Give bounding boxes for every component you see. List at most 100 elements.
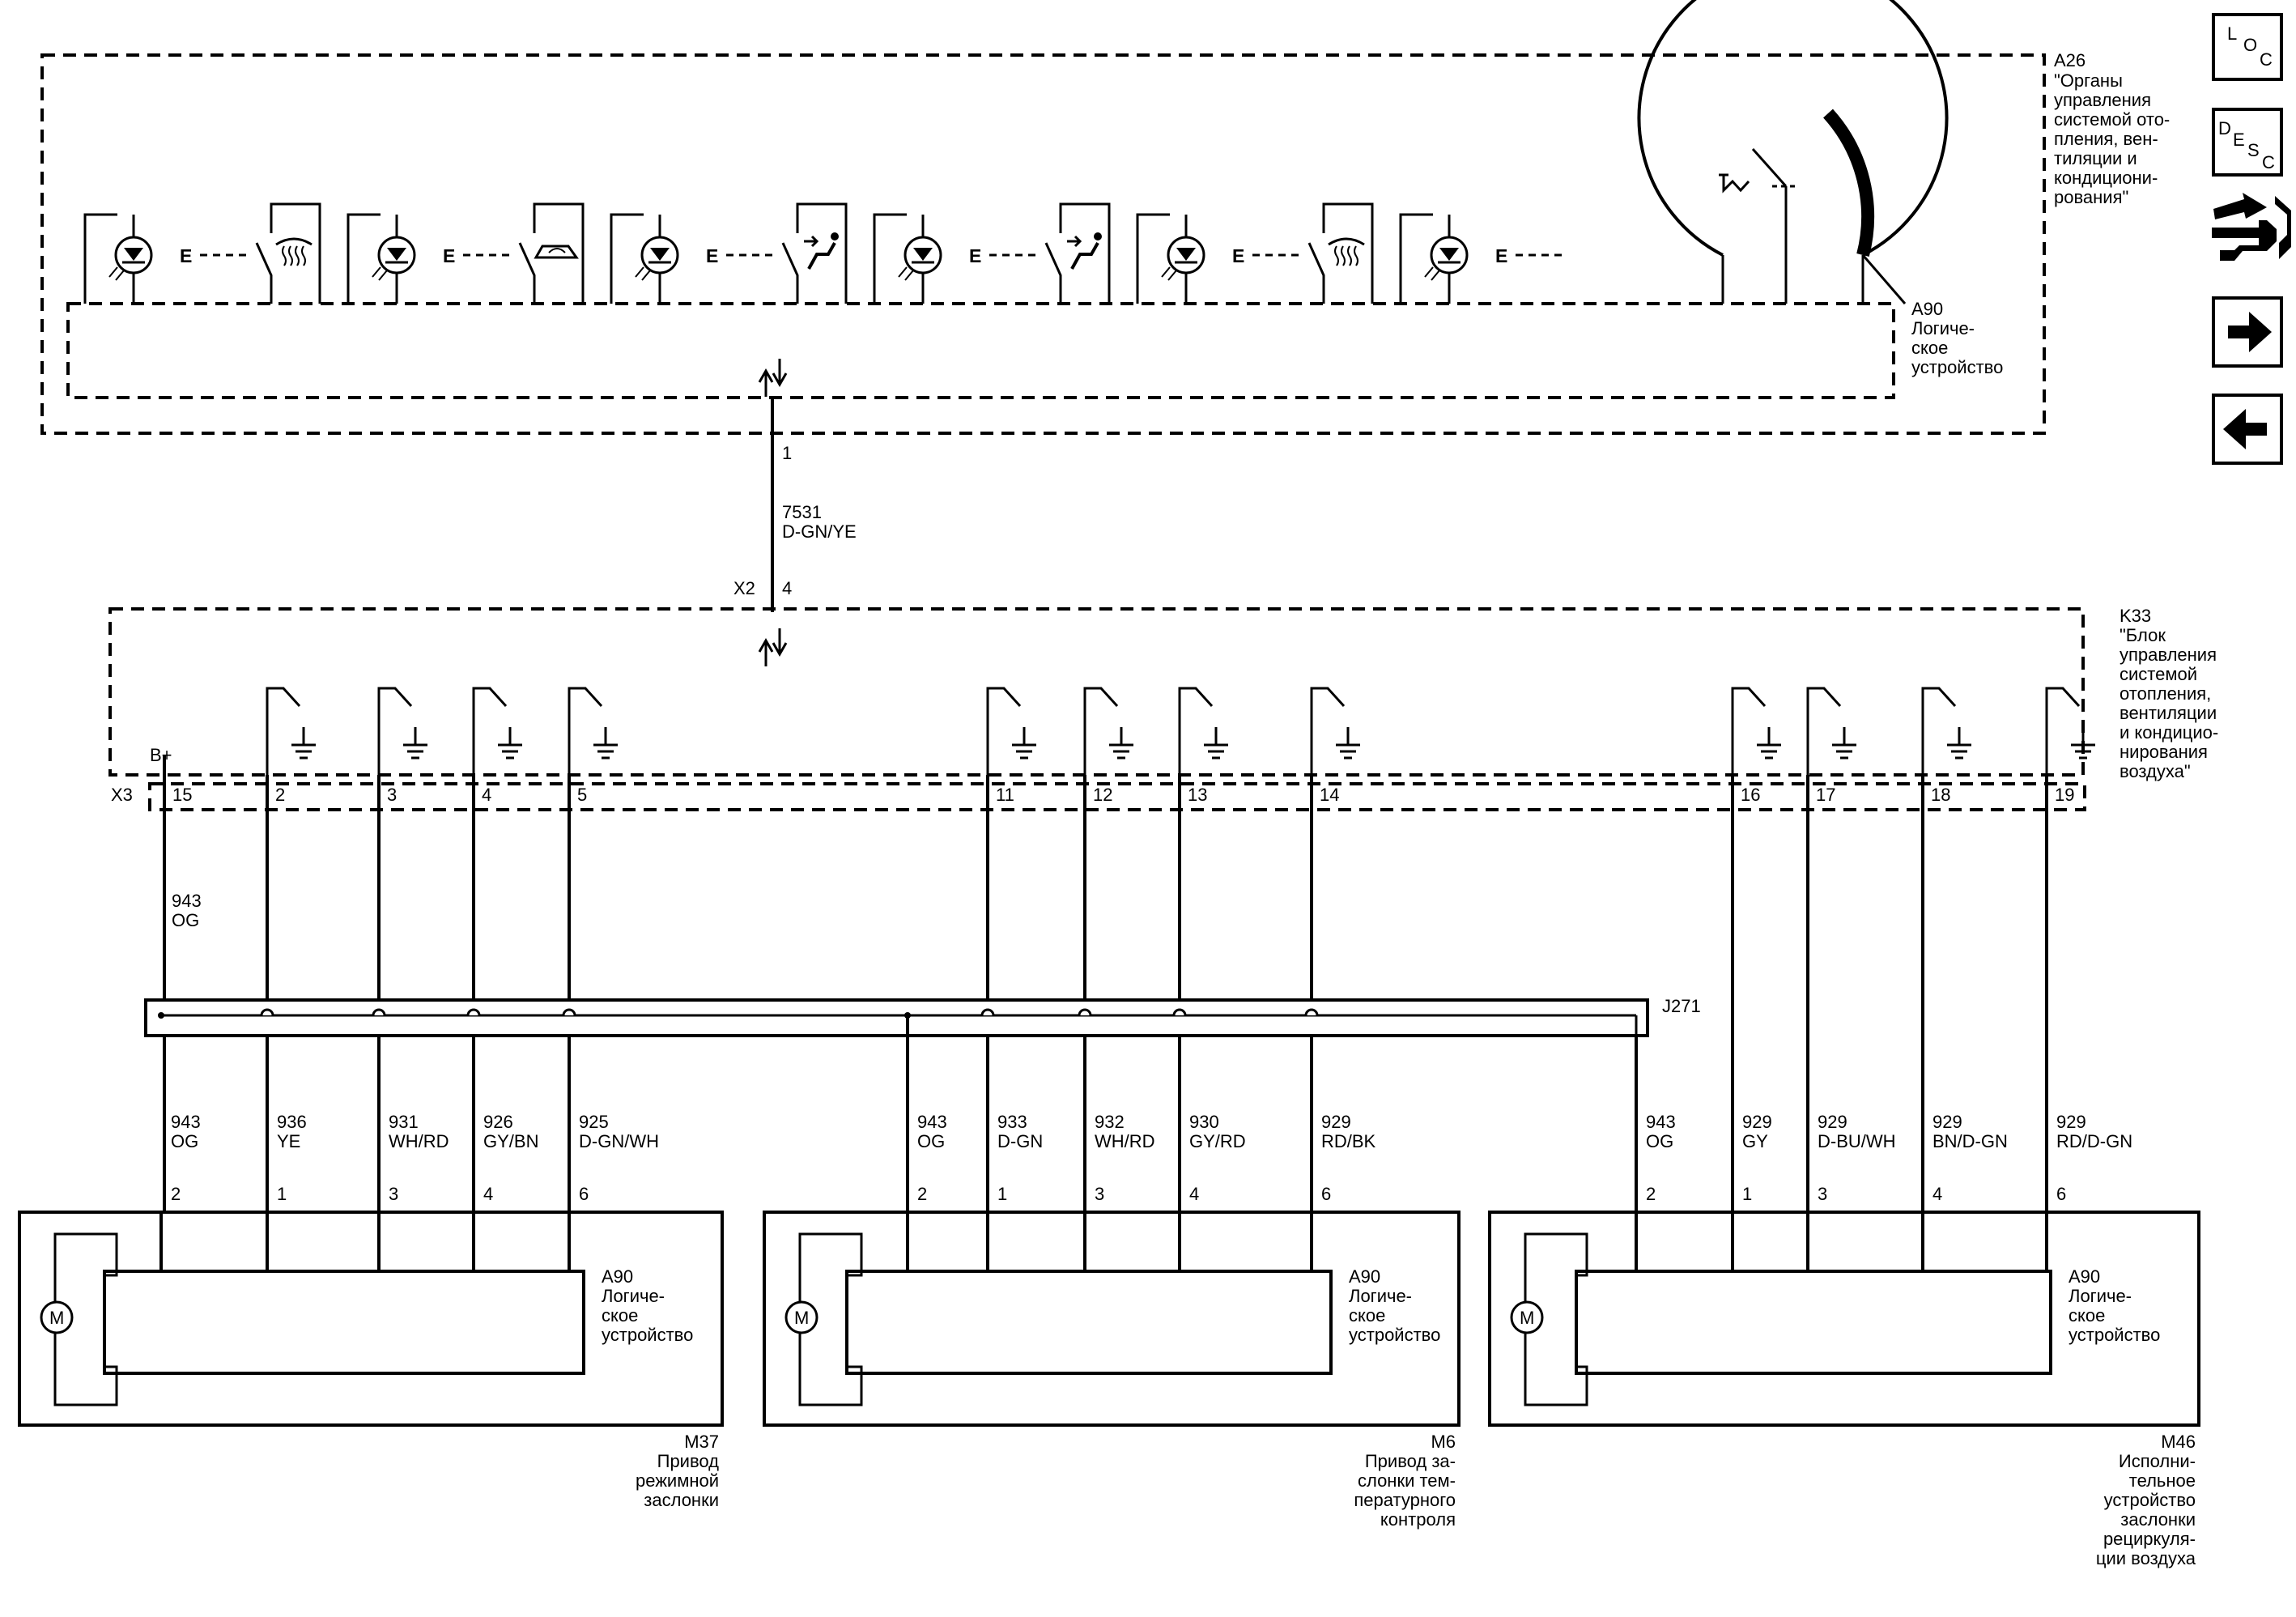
switch-contact: [518, 242, 536, 304]
wire-pin: 2: [917, 1184, 927, 1204]
pin-number: 13: [1188, 785, 1207, 805]
wire-circuit: 929: [1818, 1112, 1847, 1132]
wire-circuit: 929: [2056, 1112, 2086, 1132]
k33-switch: [1731, 687, 1767, 775]
a90-logic-line: устройство: [1349, 1325, 1440, 1345]
switch-contact: [255, 242, 273, 304]
switch-contact: [1322, 202, 1374, 304]
led-icon: [635, 266, 651, 281]
k33-pin-17: 17: [1806, 687, 1856, 1212]
wire-color: OG: [917, 1131, 945, 1151]
switch-contact: [1059, 202, 1111, 304]
wire-pin: 3: [1095, 1184, 1104, 1204]
led-wire: [347, 213, 381, 304]
switch-marker: E: [443, 245, 455, 266]
switch-group-4: E: [873, 202, 1111, 304]
defrost-icon: [1341, 245, 1346, 266]
forward-arrow-icon[interactable]: [2212, 296, 2283, 368]
wire-color: OG: [1646, 1131, 1673, 1151]
wire-color: GY/RD: [1189, 1131, 1246, 1151]
led-icon: [1424, 266, 1440, 281]
k33-pin-12: 12: [1083, 687, 1133, 1000]
wire-circuit: 931: [389, 1112, 419, 1132]
k33-pin-3: 3: [377, 687, 427, 1000]
wire-circuit: 933: [997, 1112, 1027, 1132]
wire-color: D-GN: [997, 1131, 1043, 1151]
back-arrow-icon[interactable]: [2212, 394, 2283, 465]
switch-group-3: E: [610, 202, 848, 304]
logic-unit-box: [845, 1270, 1333, 1375]
bus-wire: 1 7531 D-GN/YE X2 4: [733, 359, 857, 666]
motor-icon: [784, 1300, 818, 1334]
a26-line-5: кондициони-: [2054, 168, 2158, 188]
wire-pin: 6: [579, 1184, 589, 1204]
pin-number: 11: [996, 785, 1014, 805]
led-icon: [1161, 266, 1177, 281]
motor-symbol: M: [1520, 1308, 1534, 1328]
k33-pin-14: 14: [1310, 687, 1360, 1000]
wire-pin: 1: [997, 1184, 1007, 1204]
temperature-dial: [1637, 0, 1949, 304]
k33-pin-5: 5: [568, 687, 618, 1000]
k33-switch: [266, 687, 301, 775]
defrost-icon: [282, 245, 287, 266]
k33-pin-4: 4: [472, 687, 522, 1000]
led-icon: [108, 266, 125, 281]
a90-top-line-2: устройство: [1911, 357, 2003, 377]
seat-vent-icon: [807, 242, 836, 270]
pin-number: 5: [577, 785, 587, 805]
loc-button[interactable]: L O C: [2212, 13, 2283, 81]
pin-number: 4: [482, 785, 491, 805]
wire-pin: 2: [171, 1184, 181, 1204]
a26-label: A26 "Органы управления системой ото- пле…: [2054, 50, 2170, 207]
recirculation-icon: [548, 248, 566, 253]
k33-pin-13: 13: [1178, 687, 1228, 1000]
led-wire: [610, 213, 644, 304]
wire-color: GY: [1742, 1131, 1768, 1151]
pin-number: 3: [387, 785, 397, 805]
a26-line-2: системой ото-: [2054, 109, 2170, 130]
wire-circuit: 936: [277, 1112, 307, 1132]
switch-contact: [1044, 242, 1062, 304]
k33-pin-11: 11: [986, 687, 1036, 1000]
pin-number: 15: [172, 785, 192, 805]
pin-number: 19: [2055, 785, 2074, 805]
desc-button[interactable]: D E S C: [2212, 108, 2283, 177]
switch-group-5: E: [1136, 202, 1374, 304]
component-desc: Исполни-: [2119, 1451, 2196, 1471]
seat-vent-icon: [804, 235, 819, 248]
wire-pin: 4: [483, 1184, 493, 1204]
k33-pin-18: 18: [1921, 687, 1971, 1212]
bus-pin-top: 1: [782, 443, 792, 463]
led-wire: [873, 213, 907, 304]
a90-logic-line: Логиче-: [1349, 1286, 1412, 1306]
defrost-icon: [1354, 245, 1358, 266]
k33-switch: [1083, 687, 1119, 775]
wire-circuit: 943: [171, 1112, 201, 1132]
wire-pin: 3: [389, 1184, 398, 1204]
actuator-m6: M943OG2933D-GN1932WH/RD3930GY/RD4929RD/B…: [763, 1112, 1461, 1530]
led-icon: [372, 266, 388, 281]
k33-line-3: отопления,: [2120, 683, 2211, 704]
harness-crossover: [466, 1008, 481, 1016]
pin-number: 12: [1093, 785, 1112, 805]
harness-crossover: [1078, 1008, 1092, 1016]
k33-line-5: и кондицио-: [2120, 722, 2218, 743]
wire-circuit: 943: [1646, 1112, 1676, 1132]
k33-switch: [377, 687, 413, 775]
k33-boundary: [108, 607, 2085, 777]
component-desc: тельное: [2129, 1470, 2196, 1491]
k33-line-7: воздуха": [2120, 761, 2191, 781]
desc-char-0: D: [2218, 118, 2231, 138]
component-ref: M46: [2161, 1432, 2196, 1452]
desc-char-3: C: [2262, 152, 2275, 172]
wrench-icon[interactable]: [2212, 193, 2291, 261]
wire-color: RD/BK: [1321, 1131, 1376, 1151]
defrost-icon: [275, 237, 313, 246]
component-desc: ции воздуха: [2096, 1548, 2196, 1568]
switch-marker: E: [1495, 245, 1507, 266]
a90-logic-ref: A90: [602, 1266, 633, 1287]
bus-pin-bottom: 4: [782, 578, 792, 598]
a90-logic-ref: A90: [1349, 1266, 1380, 1287]
x3-label: X3: [111, 785, 133, 805]
